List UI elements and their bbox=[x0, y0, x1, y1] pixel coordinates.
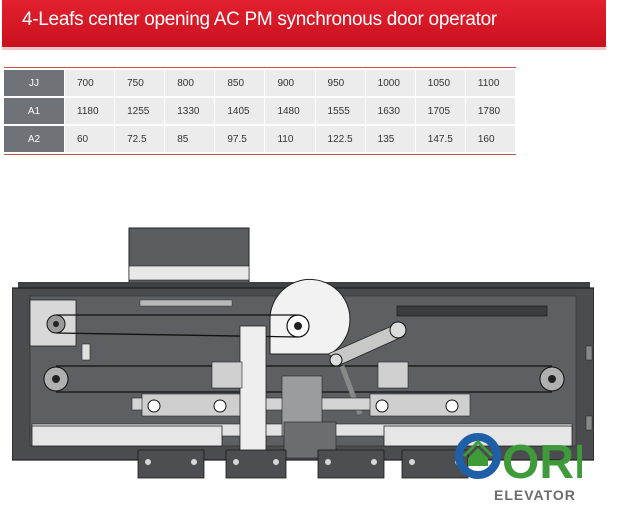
spec-cell: 1100 bbox=[465, 68, 517, 97]
banner-title: 4-Leafs center opening AC PM synchronous… bbox=[22, 9, 497, 30]
spec-cell: 1330 bbox=[164, 96, 216, 125]
spec-cell: 1255 bbox=[114, 96, 166, 125]
spec-cell: 160 bbox=[465, 124, 517, 152]
spec-cell: 1630 bbox=[365, 96, 416, 125]
spec-cell: 97.5 bbox=[214, 124, 266, 152]
table-bottom-rule bbox=[4, 154, 516, 155]
spec-cell: 1180 bbox=[64, 96, 116, 125]
spec-cell: 72.5 bbox=[114, 124, 166, 152]
left-door-hanger bbox=[31, 425, 223, 447]
spec-cell: 700 bbox=[64, 68, 116, 97]
row-label: A2 bbox=[4, 124, 65, 152]
spec-cell: 1405 bbox=[214, 96, 266, 125]
spec-cell: 850 bbox=[214, 68, 266, 97]
spec-cell: 1780 bbox=[465, 96, 517, 125]
orb-logo: ORB ELEVATOR bbox=[455, 433, 582, 503]
spec-cell: 1705 bbox=[415, 96, 466, 125]
label-strip bbox=[139, 299, 233, 307]
spec-cell: 122.5 bbox=[315, 124, 366, 152]
control-box-bracket bbox=[128, 265, 250, 281]
spec-cell: 110 bbox=[264, 124, 316, 152]
spec-cell: 60 bbox=[64, 124, 116, 152]
title-banner: 4-Leafs center opening AC PM synchronous… bbox=[2, 0, 606, 50]
row-label: JJ bbox=[4, 68, 65, 97]
spec-cell: 147.5 bbox=[415, 124, 466, 152]
row-label: A1 bbox=[4, 96, 65, 125]
logo-house-icon bbox=[468, 448, 488, 466]
table-top-rule bbox=[4, 67, 516, 68]
motor-housing bbox=[269, 278, 351, 355]
lock-rail bbox=[396, 305, 548, 317]
spec-cell: 1555 bbox=[315, 96, 366, 125]
spec-cell: 1480 bbox=[264, 96, 316, 125]
spec-cell: 1050 bbox=[415, 68, 466, 97]
door-vane bbox=[239, 325, 267, 465]
spec-cell: 900 bbox=[264, 68, 316, 97]
spec-cell: 1000 bbox=[365, 68, 416, 97]
spec-cell: 950 bbox=[315, 68, 366, 97]
spec-cell: 85 bbox=[164, 124, 216, 152]
spec-cell: 135 bbox=[365, 124, 416, 152]
logo-ring-icon bbox=[455, 433, 501, 479]
logo-mark: ORB bbox=[502, 436, 582, 489]
spec-cell: 750 bbox=[114, 68, 166, 97]
door-operator-drawing bbox=[12, 227, 594, 479]
logo-subtitle: ELEVATOR bbox=[494, 487, 576, 503]
spec-cell: 800 bbox=[164, 68, 216, 97]
